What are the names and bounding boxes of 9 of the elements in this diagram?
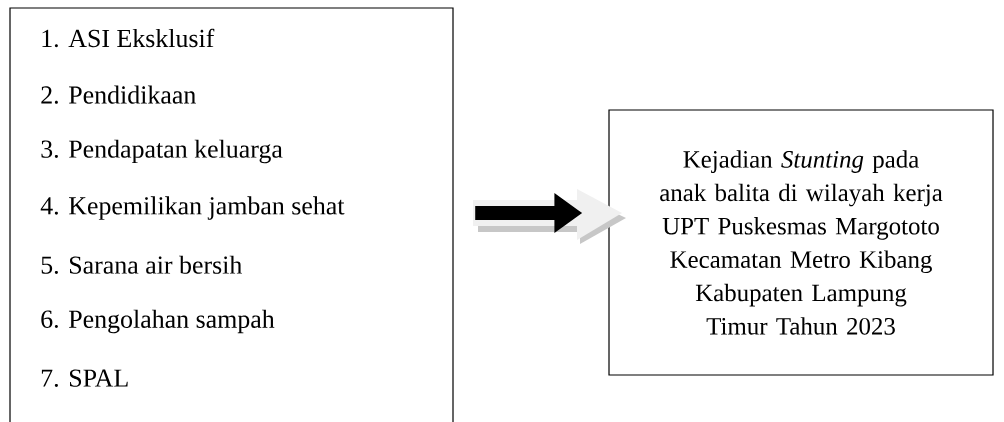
list-item: 3. Pendapatan keluarga [41,139,283,164]
list-item: 2. Pendidikaan [41,85,196,104]
list-item: 5. Sarana air bersih [41,255,242,274]
list-item: 4. Kepemilikan jamban sehat [40,196,345,220]
list-item: 7. SPAL [41,369,128,387]
list-item: 6. Pengolahan sampah [41,309,275,334]
list-item: 1. ASI Eksklusif [42,28,215,48]
block-arrow [473,189,626,244]
outcome-box: Kejadian Stunting pada anak balita di wilayah kerja UPT Puskesmas Margototo Kecamatan Metro Kibang Kabupaten Lampung Timur Tahun 2023 [608,109,994,376]
